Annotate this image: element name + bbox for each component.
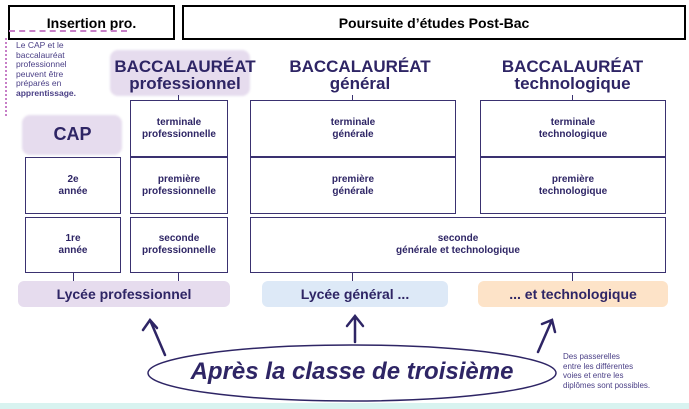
box-cap-1re-annee: 1re année: [25, 217, 121, 273]
box-terminale-techno: terminale technologique: [480, 100, 666, 157]
dashed-divider: [9, 30, 127, 32]
box-terminale-generale: terminale générale: [250, 100, 456, 157]
connector: [572, 95, 573, 101]
note-text: Le CAP et le baccalauréat professionnel …: [16, 40, 67, 88]
note-bold: apprentissage.: [16, 87, 76, 98]
arrow-gen-icon: [345, 313, 365, 344]
connector: [178, 95, 179, 101]
title-bac-techno: BACCALAURÉAT technologique: [501, 57, 644, 93]
blob-bac-pro: [110, 50, 250, 96]
bottom-strip: [0, 403, 689, 409]
lycee-general: Lycée général ...: [262, 281, 448, 307]
header-insertion-pro: Insertion pro.: [8, 5, 175, 40]
box-seconde-gt: seconde générale et technologique: [250, 217, 666, 273]
header-poursuite-etudes: Poursuite d’études Post-Bac: [182, 5, 686, 40]
passerelles-note: Des passerelles entre les différentes vo…: [563, 352, 651, 390]
arrow-tech-icon: [536, 318, 557, 354]
connector: [73, 273, 74, 281]
title-cap: CAP: [53, 124, 92, 144]
box-seconde-pro: seconde professionnelle: [130, 217, 228, 273]
dotted-divider: [5, 38, 7, 116]
lycee-technologique: ... et technologique: [478, 281, 668, 307]
box-premiere-generale: première générale: [250, 157, 456, 214]
connector: [352, 95, 353, 101]
center-label: Après la classe de troisième: [190, 358, 514, 385]
box-premiere-techno: première technologique: [480, 157, 666, 214]
connector: [572, 273, 573, 281]
lycee-professionnel: Lycée professionnel: [18, 281, 230, 307]
title-bac-pro: BACCALAURÉAT professionnel: [114, 57, 256, 93]
blob-cap: [22, 115, 122, 155]
box-terminale-pro: terminale professionnelle: [130, 100, 228, 157]
title-bac-general: BACCALAURÉAT général: [289, 57, 431, 93]
box-cap-2e-annee: 2e année: [25, 157, 121, 214]
center-ellipse: [147, 344, 557, 402]
arrow-pro-icon: [141, 317, 167, 357]
box-premiere-pro: première professionnelle: [130, 157, 228, 214]
connector: [352, 273, 353, 281]
apprentissage-note: Le CAP et le baccalauréat professionnel …: [16, 40, 76, 98]
connector: [178, 273, 179, 281]
